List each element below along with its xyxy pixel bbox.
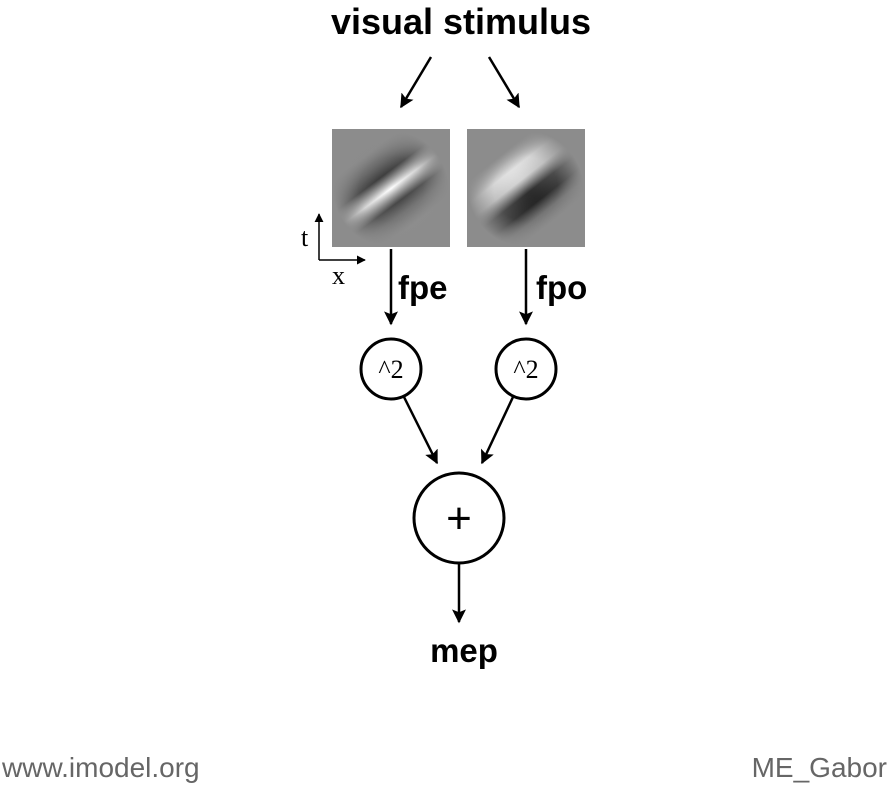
odd-gabor-filter-image [467,129,585,247]
fpe-label: fpe [398,269,448,306]
fpo-label: fpo [536,269,587,306]
website-credit: www.imodel.org [2,752,200,783]
square-node-right: ^2 [494,337,558,401]
square-node-right-label: ^2 [513,355,538,384]
stimulus-to-even-arrow [399,56,433,109]
right-square-to-sum-arrow [480,396,515,465]
output-label: mep [430,632,498,669]
diagram-title: visual stimulus [330,1,592,42]
square-node-left-label: ^2 [378,355,403,384]
left-square-to-sum-arrow [402,396,439,465]
even-gabor-filter-image [332,129,450,247]
t-axis-label: t [301,223,309,252]
square-node-left: ^2 [359,337,423,401]
sum-node: + [412,471,506,565]
model-name: ME_Gabor [751,752,887,783]
axes-indicator: t x [301,213,366,290]
sum-node-label: + [446,494,472,543]
stimulus-to-odd-arrow [487,56,521,109]
x-axis-label: x [332,261,345,290]
